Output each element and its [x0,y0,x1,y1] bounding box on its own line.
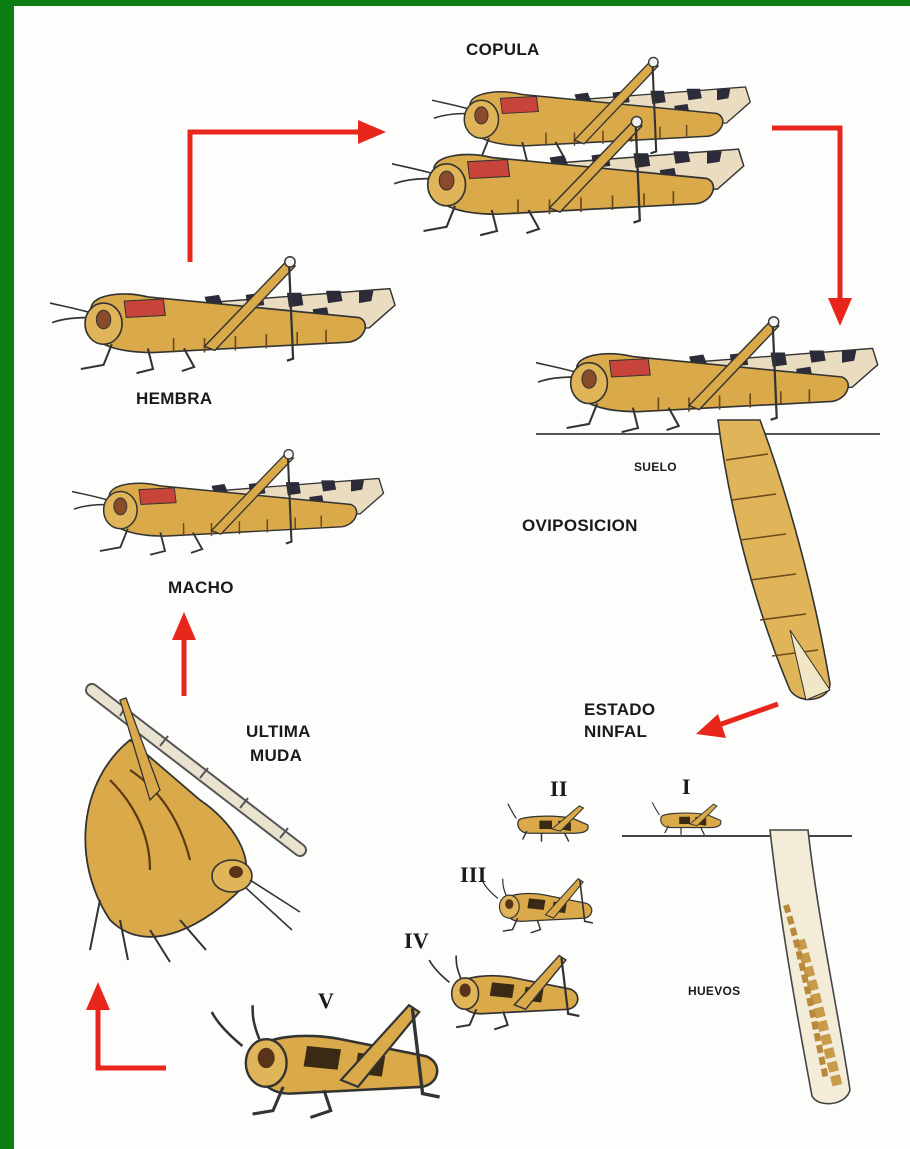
oviposition-grasshopper [536,317,880,700]
label-stage-iv: IV [404,928,429,954]
label-stage-iii: III [460,862,487,888]
arrow-v-to-ultima-muda [86,982,166,1068]
nymph-stage-iii [483,879,593,933]
arrow-oviposicion-to-ninfal [696,704,778,738]
label-ultima-muda-line1: ULTIMA [246,722,311,742]
label-macho: MACHO [168,578,234,598]
label-oviposicion: OVIPOSICION [522,516,638,536]
arrow-copula-to-oviposicion [772,128,852,326]
egg-pod [770,830,850,1104]
hembra-grasshopper [50,257,395,373]
copula-male-grasshopper [432,57,750,164]
label-huevos: HUEVOS [688,984,740,998]
label-suelo: SUELO [634,460,677,474]
nymph-stage-ii [508,804,588,842]
arrow-hembra-to-copula [190,120,386,262]
nymph-stage-i [652,802,721,834]
nymph-stage-iv [429,956,579,1030]
label-stage-i: I [682,774,691,800]
nymph-stage-v [212,1005,440,1117]
label-hembra: HEMBRA [136,389,212,409]
label-ultima-muda-line2: MUDA [250,746,302,766]
macho-grasshopper [72,450,384,555]
label-estado-ninfal-line2: NINFAL [584,722,647,742]
arrow-ultima-muda-to-macho [172,612,196,696]
label-estado-ninfal-line1: ESTADO [584,700,655,720]
label-copula: COPULA [466,40,540,60]
label-stage-v: V [318,988,334,1014]
label-stage-ii: II [550,776,568,802]
